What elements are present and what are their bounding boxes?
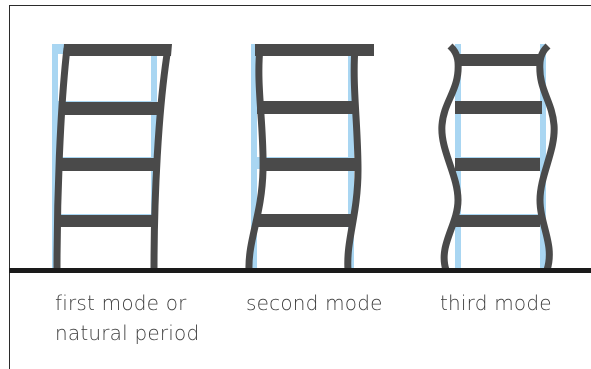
third-mode-undeformed-outline [455,44,546,270]
first-mode-label: first mode or natural period [55,288,199,348]
third-mode-label: third mode [440,291,552,315]
second-mode-building [245,44,374,271]
second-mode-label: second mode [246,291,383,315]
first-mode-undeformed-outline [52,44,157,270]
frame-border-left [9,5,10,369]
first-mode-label-line1: first mode or [55,291,187,315]
ground-line [9,268,591,273]
first-mode-deformed-frame [53,47,172,271]
second-mode-floors [255,44,374,227]
third-mode-building [438,43,558,272]
first-mode-label-line2: natural period [55,321,200,345]
frame-border-top [9,5,591,6]
first-mode-building [52,44,172,271]
third-mode-floors [455,54,542,227]
first-mode-floors [57,44,172,227]
